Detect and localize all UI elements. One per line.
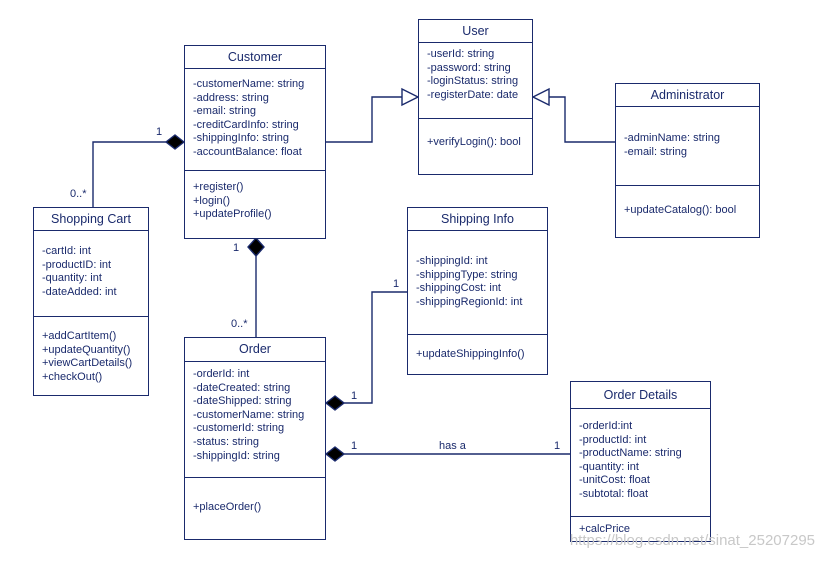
- attribute: -creditCardInfo: string: [193, 118, 299, 131]
- watermark-url: https://blog.csdn.net/sinat_25207295: [569, 532, 815, 549]
- multiplicity-order-shipping-order: 1: [351, 390, 358, 402]
- association-label-has-a: has a: [439, 440, 466, 452]
- attribute: -productName: string: [579, 447, 682, 460]
- attributes-section: -adminName: string -email: string: [616, 132, 759, 159]
- attribute: -shippingId: string: [193, 449, 280, 462]
- methods-section: +register() +login() +updateProfile(): [185, 170, 325, 222]
- multiplicity-order-details-details: 1: [554, 440, 561, 452]
- customer-cart-composition: [92, 141, 166, 207]
- method: +verifyLogin(): bool: [427, 136, 521, 148]
- attributes-section: -userId: string -password: string -login…: [419, 48, 532, 102]
- methods-section: +calcPrice: [571, 516, 710, 537]
- methods-section: +updateShippingInfo(): [408, 334, 547, 362]
- attribute: -email: string: [193, 105, 256, 118]
- attribute: -userId: string: [427, 48, 495, 60]
- attribute: -status: string: [193, 435, 260, 448]
- method: +checkOut(): [42, 370, 103, 383]
- class-shopping-cart[interactable]: Shopping Cart -cartId: int -productID: i…: [33, 207, 149, 396]
- attribute: -quantity: int: [579, 460, 639, 473]
- methods-section: +addCartItem() +updateQuantity() +viewCa…: [34, 316, 148, 384]
- multiplicity-customer-order-many: 0..*: [231, 318, 248, 330]
- attribute: -shippingRegionId: int: [416, 295, 523, 308]
- method: +login(): [193, 194, 230, 207]
- attribute: -customerName: string: [193, 408, 305, 421]
- attribute: -customerName: string: [193, 78, 305, 90]
- multiplicity-order-details-order: 1: [351, 440, 358, 452]
- class-name: Order Details: [571, 382, 710, 409]
- attribute: -shippingType: string: [416, 268, 518, 281]
- attribute: -accountBalance: float: [193, 145, 302, 158]
- class-customer[interactable]: Customer -customerName: string -address:…: [184, 45, 326, 239]
- customer-user-generalization: [326, 96, 402, 143]
- order-shipping-composition: [344, 291, 407, 404]
- method: +updateShippingInfo(): [416, 348, 525, 360]
- attribute: -password: string: [427, 61, 511, 74]
- attribute: -cartId: int: [42, 245, 91, 257]
- attributes-section: -orderId:int -productId: int -productNam…: [571, 420, 710, 502]
- method: +updateProfile(): [193, 208, 272, 221]
- class-shipping-info[interactable]: Shipping Info -shippingId: int -shipping…: [407, 207, 548, 375]
- class-name: User: [419, 20, 532, 43]
- admin-user-generalization: [549, 96, 615, 143]
- multiplicity-customer-cart-many: 0..*: [70, 188, 87, 200]
- class-administrator[interactable]: Administrator -adminName: string -email:…: [615, 83, 760, 238]
- multiplicity-customer-order-one: 1: [233, 242, 240, 254]
- multiplicity-order-shipping-shipping: 1: [393, 278, 400, 290]
- class-name: Shipping Info: [408, 208, 547, 231]
- attribute: -orderId: int: [193, 368, 250, 380]
- multiplicity-customer-cart-one: 1: [156, 126, 163, 138]
- method: +addCartItem(): [42, 330, 117, 342]
- attribute: -address: string: [193, 91, 269, 104]
- attribute: -registerDate: date: [427, 88, 519, 101]
- method: +placeOrder(): [193, 501, 262, 513]
- attribute: -orderId:int: [579, 420, 633, 432]
- methods-section: +verifyLogin(): bool: [419, 118, 532, 150]
- attribute: -shippingId: int: [416, 255, 488, 267]
- method: +calcPrice: [579, 523, 631, 535]
- class-order[interactable]: Order -orderId: int -dateCreated: string…: [184, 337, 326, 540]
- attribute: -quantity: int: [42, 272, 102, 285]
- attribute: -dateAdded: int: [42, 285, 117, 298]
- order-shipping-diamond: [324, 395, 346, 411]
- class-user[interactable]: User -userId: string -password: string -…: [418, 19, 533, 175]
- method: +updateCatalog(): bool: [624, 204, 737, 216]
- class-order-details[interactable]: Order Details -orderId:int -productId: i…: [570, 381, 711, 542]
- attribute: -dateShipped: string: [193, 395, 292, 408]
- attribute: -shippingCost: int: [416, 282, 501, 295]
- customer-cart-diamond: [164, 134, 186, 150]
- customer-order-diamond: [247, 236, 265, 258]
- class-name: Shopping Cart: [34, 208, 148, 231]
- attribute: -productID: int: [42, 258, 112, 271]
- attributes-section: -shippingId: int -shippingType: string -…: [408, 255, 547, 309]
- class-name: Administrator: [616, 84, 759, 107]
- method: +viewCartDetails(): [42, 357, 133, 370]
- attribute: -customerId: string: [193, 422, 285, 435]
- attribute: -productId: int: [579, 433, 647, 446]
- method: +updateQuantity(): [42, 343, 131, 356]
- attribute: -unitCost: float: [579, 474, 650, 487]
- attribute: -dateCreated: string: [193, 381, 291, 394]
- attributes-section: -orderId: int -dateCreated: string -date…: [185, 368, 325, 463]
- order-details-diamond: [324, 446, 346, 462]
- class-name: Customer: [185, 46, 325, 69]
- admin-user-arrowhead: [531, 87, 550, 107]
- attributes-section: -cartId: int -productID: int -quantity: …: [34, 245, 148, 299]
- customer-user-arrowhead: [401, 87, 420, 107]
- attributes-section: -customerName: string -address: string -…: [185, 78, 325, 160]
- attribute: -shippingInfo: string: [193, 132, 289, 145]
- attribute: -subtotal: float: [579, 487, 649, 500]
- attribute: -email: string: [624, 145, 687, 158]
- method: +register(): [193, 181, 244, 193]
- attribute: -adminName: string: [624, 132, 720, 144]
- class-name: Order: [185, 338, 325, 362]
- attribute: -loginStatus: string: [427, 75, 519, 88]
- methods-section: +placeOrder(): [185, 477, 325, 515]
- methods-section: +updateCatalog(): bool: [616, 185, 759, 218]
